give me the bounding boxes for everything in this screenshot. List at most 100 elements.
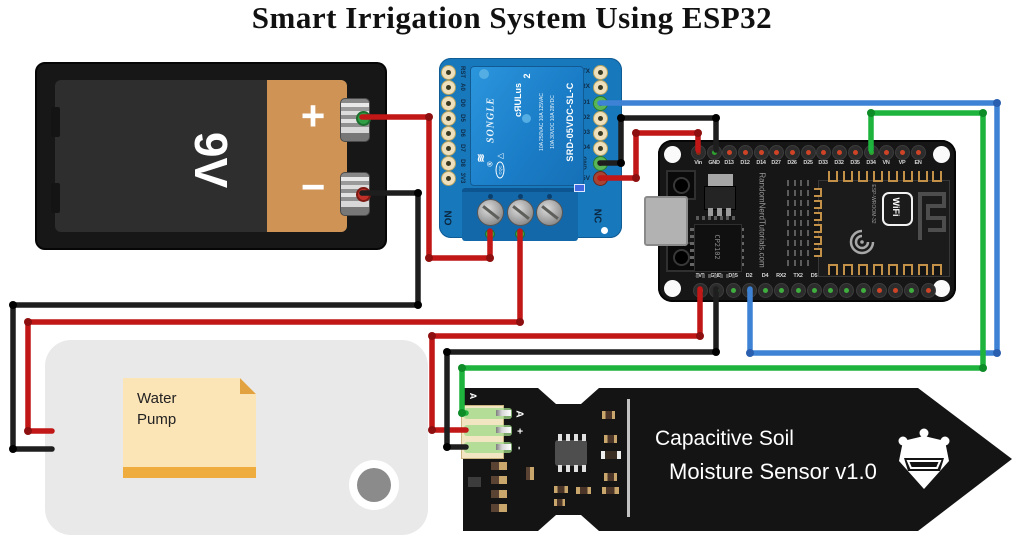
castellated-pad — [843, 171, 853, 182]
castellated-pad — [814, 200, 822, 209]
relay-status-led — [574, 184, 585, 192]
connector-pin — [496, 427, 511, 433]
esp32-pin-d32 — [831, 144, 847, 160]
relay-pin-d6 — [441, 126, 456, 141]
esp32-pin-d26 — [784, 144, 800, 160]
solder-pads — [696, 274, 738, 278]
esp32-pin-en — [910, 144, 926, 160]
battery-plus-sign: + — [300, 92, 326, 139]
relay-pin-label: A0 — [459, 83, 465, 91]
castellated-pad — [814, 212, 822, 221]
relay-pin-d0 — [441, 96, 456, 111]
battery-positive-contact — [356, 111, 371, 126]
connector-pin — [496, 444, 511, 450]
relay-pin-d3 — [593, 126, 608, 141]
castellated-pad — [918, 264, 928, 275]
castellated-pad — [828, 264, 838, 275]
board-watermark: RandomNerdTutorials.com — [757, 172, 767, 268]
smd-component — [554, 486, 568, 493]
regulator-leg — [726, 208, 731, 216]
esp32-board: Vin GND D13 D12 D14 D27 D26 D25 D33 D32 … — [644, 140, 956, 302]
terminal-dot — [546, 193, 552, 199]
smd-pad — [491, 476, 507, 484]
relay-screw2-contact — [515, 229, 525, 239]
diagram-title: Smart Irrigation System Using ESP32 — [251, 0, 773, 35]
relay-pin-label: D5 — [459, 114, 465, 122]
esp32-pin-d12 — [737, 144, 753, 160]
relay-pin-label: D0 — [459, 99, 465, 107]
sensor-ic-chip — [555, 440, 587, 466]
esp32-pin-d25 — [800, 144, 816, 160]
terminal-dot — [487, 193, 493, 199]
sensor-corner-label: A — [468, 392, 478, 400]
relay-pin-rx — [593, 80, 608, 95]
mounting-hole — [663, 145, 681, 163]
castellated-pad — [814, 224, 822, 233]
esp32-pin-rx2 — [773, 282, 789, 298]
relay-pin-label: RST — [459, 66, 465, 78]
relay-pin-gnd — [593, 156, 608, 171]
relay-pin-label: D1 — [581, 99, 590, 106]
esp32-pin-d14 — [753, 144, 769, 160]
battery-negative-contact — [356, 187, 371, 202]
esp32-pin-d34 — [863, 144, 879, 160]
relay-cube-dot — [479, 69, 489, 79]
esp32-pin-rx0 — [871, 282, 887, 298]
connector-pin — [496, 410, 511, 416]
esp32-pin-d21 — [855, 282, 871, 298]
esp32-pin-d15 — [725, 282, 741, 298]
ic-leg — [582, 434, 586, 441]
relay-model: SRD-05VDC-SL-C — [565, 82, 575, 162]
terminal-dot — [517, 193, 523, 199]
relay-nc-label: NC — [591, 208, 603, 224]
relay-pin-label: 3V3 — [459, 172, 465, 184]
module-name: ESP-WROOM-32 — [870, 184, 876, 224]
castellated-pad — [918, 171, 928, 182]
pump-outlet — [357, 468, 391, 502]
ic-leg — [566, 434, 570, 441]
relay-pin-3v3 — [441, 171, 456, 186]
smd-pad — [491, 490, 507, 498]
esp32-pin-d35 — [847, 144, 863, 160]
castellated-pad — [814, 248, 822, 257]
relay-brand: SONGLE — [485, 96, 497, 144]
mounting-hole — [663, 279, 681, 297]
crown-logo-icon — [898, 428, 950, 489]
esp32-pin-d2 — [741, 282, 757, 298]
castellated-pad — [903, 264, 913, 275]
esp32-pin-d13 — [721, 144, 737, 160]
relay-pin-tx — [593, 65, 608, 80]
relay-pin-d2 — [593, 111, 608, 126]
ul-cert-mark: cЯULus — [513, 83, 523, 117]
usb-connector — [644, 196, 688, 246]
smd-component — [604, 435, 617, 443]
smd-component — [602, 487, 619, 494]
smd-pad — [526, 467, 534, 480]
castellated-pad — [903, 171, 913, 182]
relay-screw-2 — [507, 199, 534, 226]
voltage-regulator — [704, 186, 736, 210]
smd-component — [604, 473, 617, 481]
castellated-pad — [843, 264, 853, 275]
regulator-leg — [708, 208, 713, 216]
smd-pad — [491, 504, 507, 512]
wifi-logo: WiFi — [891, 197, 901, 217]
relay-pin-label: TX — [581, 68, 590, 75]
antenna-trace — [918, 192, 946, 240]
sensor-pin-label-analog: A — [513, 410, 525, 418]
ic-leg — [566, 465, 570, 472]
smd-component — [576, 487, 591, 494]
esp32-pin-d23 — [920, 282, 936, 298]
relay-pin-d5 — [441, 111, 456, 126]
sensor-pin-label-minus: - — [513, 446, 525, 450]
smd-component — [601, 451, 621, 459]
relay-corner-dot — [601, 227, 608, 234]
smd-component — [602, 411, 615, 419]
castellated-pad — [858, 264, 868, 275]
castellated-pad — [828, 171, 838, 182]
relay-pin-rst — [441, 65, 456, 80]
relay-screw1-contact — [485, 229, 495, 239]
solder-pads — [696, 216, 738, 220]
esp32-pin-gnd-bottom — [708, 282, 724, 298]
